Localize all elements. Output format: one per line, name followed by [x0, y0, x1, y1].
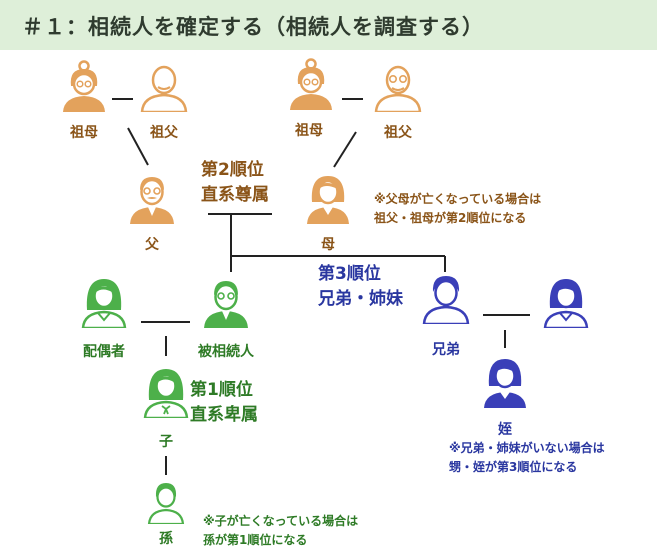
grandchild-icon [147, 483, 185, 524]
note-parents-line2: 祖父・祖母が第2順位になる [374, 211, 527, 225]
rank-third-label: 第3順位 兄弟・姉妹 [318, 262, 403, 312]
niece-icon [484, 359, 526, 408]
grandmother-father-side-label: 祖母 [70, 125, 98, 141]
grandfather-icon [140, 65, 188, 112]
child [140, 366, 192, 418]
grandfather-icon [374, 65, 422, 112]
mother-label: 母 [321, 237, 335, 253]
grandparents-to-mother-line [333, 131, 357, 168]
father-label: 父 [145, 237, 159, 253]
child-icon [143, 369, 189, 418]
rank-third-subtitle: 兄弟・姉妹 [318, 289, 403, 309]
rank-first-label: 第1順位 直系卑属 [190, 378, 258, 428]
grandmother-icon [290, 58, 332, 110]
grandfather-father-side [138, 60, 190, 112]
grandparents-to-father-line [127, 127, 149, 166]
rank-second-title: 第2順位 [201, 160, 264, 180]
brother-label: 兄弟 [432, 342, 460, 358]
decedent [200, 276, 252, 328]
brother-icon [422, 276, 470, 324]
note-siblings-line2: 甥・姪が第3順位になる [449, 460, 578, 474]
grandchild-label: 孫 [159, 531, 173, 547]
mother-icon [307, 176, 349, 224]
father-icon [130, 177, 174, 224]
decedent-label: 被相続人 [198, 344, 254, 360]
page-title: ＃１：相続人を確定する（相続人を調査する） [22, 15, 484, 39]
father [126, 172, 178, 224]
header-bar: ＃１：相続人を確定する（相続人を調査する） [0, 0, 657, 50]
note-child-line1: ※子が亡くなっている場合は [203, 514, 359, 528]
decedent-icon [204, 281, 248, 328]
child-label: 子 [159, 434, 173, 450]
spouse-icon [81, 279, 127, 328]
grandchild [146, 480, 186, 524]
brother-spouse [540, 276, 592, 328]
grandmother-mother-side [285, 58, 337, 110]
rank-third-title: 第3順位 [318, 264, 381, 284]
note-parents-line1: ※父母が亡くなっている場合は [374, 192, 542, 206]
rank-first-subtitle: 直系卑属 [190, 405, 258, 425]
note-siblings-line1: ※兄弟・姉妹がいない場合は [449, 441, 605, 455]
rank-second-label: 第2順位 直系尊属 [201, 158, 269, 208]
grandmother-mother-side-label: 祖母 [295, 123, 323, 139]
spouse-label: 配偶者 [83, 344, 125, 360]
grandfather-father-side-label: 祖父 [150, 125, 178, 141]
grandfather-mother-side [372, 60, 424, 112]
rank-second-subtitle: 直系尊属 [201, 185, 269, 205]
note-siblings: ※兄弟・姉妹がいない場合は 甥・姪が第3順位になる [449, 439, 605, 477]
spouse [78, 276, 130, 328]
note-parents: ※父母が亡くなっている場合は 祖父・祖母が第2順位になる [374, 190, 541, 228]
grandmother-father-side [58, 60, 110, 112]
sister-in-law-icon [543, 279, 589, 328]
rank-first-title: 第1順位 [190, 380, 253, 400]
brother [420, 272, 472, 324]
niece-label: 姪 [498, 422, 512, 438]
grandfather-mother-side-label: 祖父 [384, 125, 412, 141]
grandmother-icon [63, 60, 105, 112]
mother [302, 172, 354, 224]
niece [479, 356, 531, 408]
note-child: ※子が亡くなっている場合は 孫が第1順位になる [203, 512, 358, 550]
note-child-line2: 孫が第1順位になる [203, 533, 308, 547]
